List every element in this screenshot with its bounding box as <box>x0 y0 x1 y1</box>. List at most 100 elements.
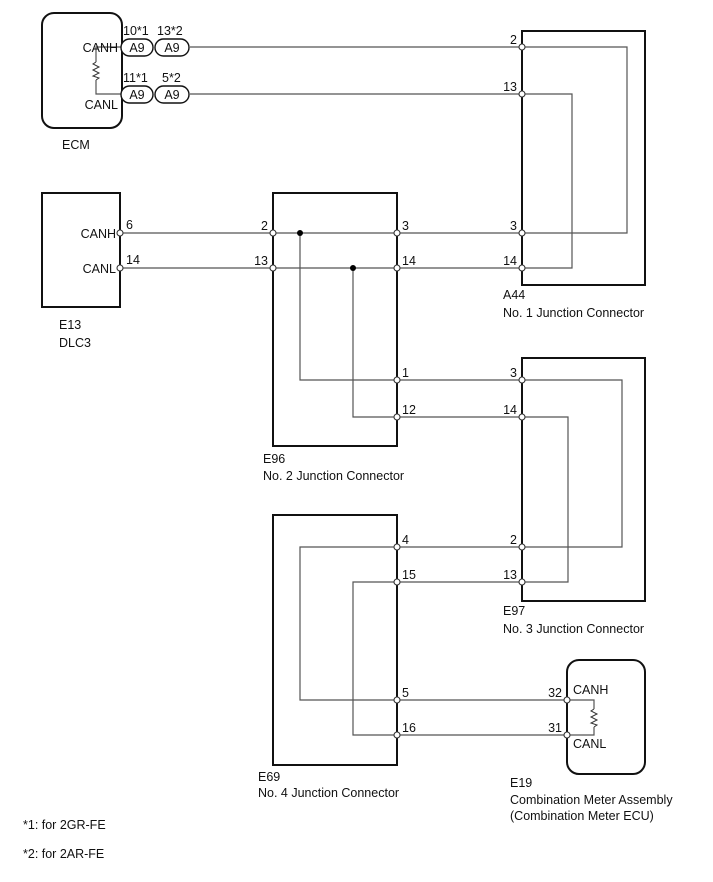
pin-label: 12 <box>402 403 416 417</box>
ecm-box <box>41 12 123 129</box>
terminal <box>518 578 526 586</box>
pin-label: 2 <box>510 33 517 47</box>
dlc3-canh-label: CANH <box>81 227 116 241</box>
footnote: *2: for 2AR-FE <box>23 847 104 861</box>
meter-termination-resistor-icon <box>589 708 599 728</box>
a44-loop-canh <box>522 46 628 234</box>
footnote: *1: for 2GR-FE <box>23 818 106 832</box>
terminal <box>518 543 526 551</box>
terminal <box>518 43 526 51</box>
pin-label: 3 <box>402 219 409 233</box>
e97-box <box>521 357 646 602</box>
e97-loop-canl <box>522 416 569 583</box>
pin-label: 13 <box>503 568 517 582</box>
e96-branch-canh <box>299 233 397 381</box>
pin-label: 5 <box>402 686 409 700</box>
terminal <box>563 731 571 739</box>
ecm-canl-label: CANL <box>85 98 118 112</box>
meter-canh-label: CANH <box>573 683 608 697</box>
pin-label: 32 <box>548 686 562 700</box>
pin-label: 2 <box>261 219 268 233</box>
pin-label: 16 <box>402 721 416 735</box>
connector-pill <box>154 38 190 57</box>
splice-dot <box>350 265 356 271</box>
ecm-canh-label: CANH <box>83 41 118 55</box>
meter-subname: (Combination Meter ECU) <box>510 809 654 823</box>
pin-label: 14 <box>126 253 140 267</box>
terminal <box>518 413 526 421</box>
connector-code: A9 <box>129 41 144 55</box>
e96-box <box>272 192 398 447</box>
e69-box <box>272 514 398 766</box>
jc3-name: No. 3 Junction Connector <box>503 622 644 636</box>
terminal <box>393 264 401 272</box>
terminal <box>116 229 124 237</box>
pin-label: 4 <box>402 533 409 547</box>
ecm-internal-wire <box>95 80 121 95</box>
ecm-connector-pills: A9 A9 A9 A9 10*1 13*2 11*1 5*2 <box>120 24 190 104</box>
connector-code: A9 <box>164 41 179 55</box>
e19-internal-wire <box>567 699 595 709</box>
terminal <box>563 696 571 704</box>
jc3-code: E97 <box>503 604 525 618</box>
terminal <box>393 376 401 384</box>
pin-label: 1 <box>402 366 409 380</box>
terminal <box>393 413 401 421</box>
e97-loop-canh <box>522 379 623 548</box>
terminal <box>393 696 401 704</box>
pin-label: 13 <box>503 80 517 94</box>
pin-label: 2 <box>510 533 517 547</box>
jc2-name: No. 2 Junction Connector <box>263 469 404 483</box>
terminal <box>518 229 526 237</box>
dlc3-canl-label: CANL <box>83 262 116 276</box>
ecm-name: ECM <box>62 138 90 152</box>
pin-label: 31 <box>548 721 562 735</box>
terminal <box>269 229 277 237</box>
connector-pill <box>154 85 190 104</box>
e69-loop-canl <box>352 581 397 736</box>
pin-label: 14 <box>503 403 517 417</box>
wires <box>95 46 628 736</box>
jc4-code: E69 <box>258 770 280 784</box>
e19-internal-wire <box>567 727 595 736</box>
connector-pin-label: 13*2 <box>157 24 183 38</box>
connector-pill <box>120 38 154 57</box>
terminal <box>393 229 401 237</box>
pin-label: 6 <box>126 218 133 232</box>
connector-pin-label: 11*1 <box>123 71 148 85</box>
pin-label: 14 <box>503 254 517 268</box>
jc2-code: E96 <box>263 452 285 466</box>
a44-box <box>521 30 646 286</box>
dlc3-name: DLC3 <box>59 336 91 350</box>
terminal <box>518 90 526 98</box>
jc1-name: No. 1 Junction Connector <box>503 306 644 320</box>
pin-label: 13 <box>254 254 268 268</box>
e19-box <box>566 659 646 775</box>
terminal <box>269 264 277 272</box>
dlc3-box <box>41 192 121 308</box>
terminal <box>393 578 401 586</box>
connector-code: A9 <box>164 88 179 102</box>
connector-code: A9 <box>129 88 144 102</box>
pin-label: 3 <box>510 219 517 233</box>
terminal <box>518 264 526 272</box>
pin-label: 3 <box>510 366 517 380</box>
jc4-name: No. 4 Junction Connector <box>258 786 399 800</box>
terminals <box>116 43 571 739</box>
e69-loop-canh <box>299 546 397 701</box>
terminal <box>393 543 401 551</box>
terminal <box>393 731 401 739</box>
terminal <box>518 376 526 384</box>
dlc3-code: E13 <box>59 318 81 332</box>
terminal <box>116 264 124 272</box>
ecm-termination-resistor-icon <box>91 61 101 81</box>
pin-label: 15 <box>402 568 416 582</box>
jc1-code: A44 <box>503 288 525 302</box>
splice-dot <box>297 230 303 236</box>
meter-canl-label: CANL <box>573 737 606 751</box>
connector-pin-label: 10*1 <box>123 24 149 38</box>
connector-pin-label: 5*2 <box>162 71 181 85</box>
e96-branch-canl <box>352 268 397 418</box>
meter-name: Combination Meter Assembly <box>510 793 673 807</box>
